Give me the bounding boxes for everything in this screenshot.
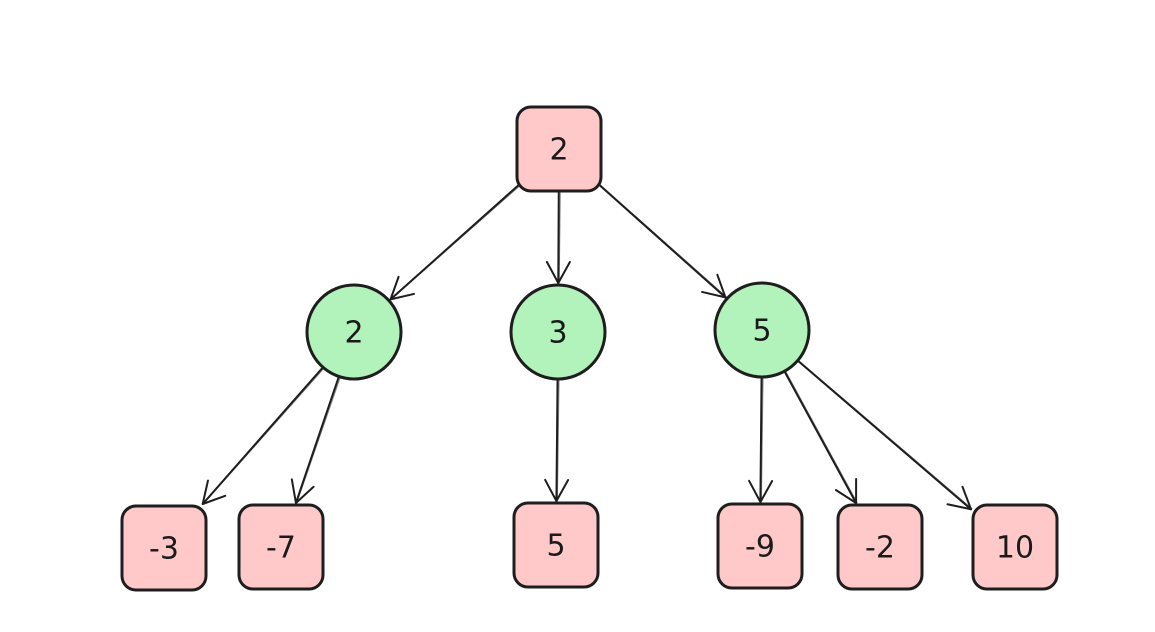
edge-c-to-c1	[748, 373, 774, 503]
node-c1-leaf: -9	[716, 502, 804, 590]
arrowhead	[389, 275, 415, 301]
node-b-max: 3	[509, 283, 607, 381]
edge-line	[557, 188, 560, 285]
node-value-label: 3	[548, 316, 567, 351]
circle-node-shape	[509, 283, 607, 381]
circle-node-shape	[305, 283, 403, 381]
node-a2-leaf: -7	[237, 503, 325, 591]
edge-c-to-c3	[795, 358, 973, 511]
square-node-shape	[836, 503, 924, 591]
arrowhead	[544, 478, 570, 502]
arrowhead	[701, 273, 727, 299]
tree-nodes: 2 2 3 5 -3 -7 5 -9 -2 10	[120, 105, 1059, 592]
edge-line-sketch	[797, 359, 973, 510]
arrowhead	[946, 485, 972, 511]
edge-line	[294, 373, 341, 504]
edge-line-sketch	[296, 374, 342, 503]
tree-edges	[201, 183, 973, 511]
node-root-min: 2	[515, 105, 603, 193]
edge-line	[555, 375, 559, 502]
edge-b-to-b1	[544, 375, 570, 502]
edge-a-to-a1	[201, 364, 327, 505]
arrowhead	[290, 478, 315, 504]
node-b1-leaf: 5	[512, 501, 600, 589]
edge-line	[759, 373, 763, 503]
edge-line	[782, 368, 858, 504]
node-value-label: 2	[549, 133, 568, 168]
square-node-shape	[716, 502, 804, 590]
edge-line	[201, 364, 326, 505]
node-value-label: -2	[865, 531, 895, 566]
edge-line-sketch	[600, 184, 727, 298]
node-value-label: -7	[266, 531, 296, 566]
edge-line-sketch	[556, 376, 560, 501]
square-node-shape	[971, 503, 1059, 591]
edge-line	[598, 183, 727, 299]
edge-c-to-c2	[782, 368, 858, 504]
arrowhead	[748, 479, 774, 503]
edge-root-to-b	[545, 188, 571, 285]
square-node-shape	[512, 501, 600, 589]
edge-line-sketch	[558, 189, 561, 284]
node-a1-leaf: -3	[120, 504, 208, 592]
node-value-label: -9	[745, 530, 775, 565]
arrowhead	[834, 478, 858, 504]
edge-root-to-c	[598, 183, 727, 299]
node-c2-leaf: -2	[836, 503, 924, 591]
node-c-max: 5	[713, 281, 811, 379]
edge-root-to-a	[389, 183, 521, 301]
square-node-shape	[237, 503, 325, 591]
arrowhead	[201, 479, 227, 505]
node-value-label: 5	[546, 529, 565, 564]
square-node-shape	[120, 504, 208, 592]
square-node-shape	[515, 105, 603, 193]
node-value-label: 10	[996, 531, 1034, 566]
edge-line	[795, 358, 972, 511]
edge-line-sketch	[203, 365, 327, 504]
edge-line-sketch	[784, 369, 858, 503]
edge-a-to-a2	[290, 373, 342, 504]
circle-node-shape	[713, 281, 811, 379]
node-value-label: 5	[752, 314, 771, 349]
edge-line-sketch	[760, 374, 764, 502]
node-a-max: 2	[305, 283, 403, 381]
node-c3-leaf: 10	[971, 503, 1059, 591]
edge-line-sketch	[391, 184, 521, 300]
arrowhead	[545, 260, 571, 285]
node-value-label: -3	[149, 532, 179, 567]
node-value-label: 2	[344, 316, 363, 351]
